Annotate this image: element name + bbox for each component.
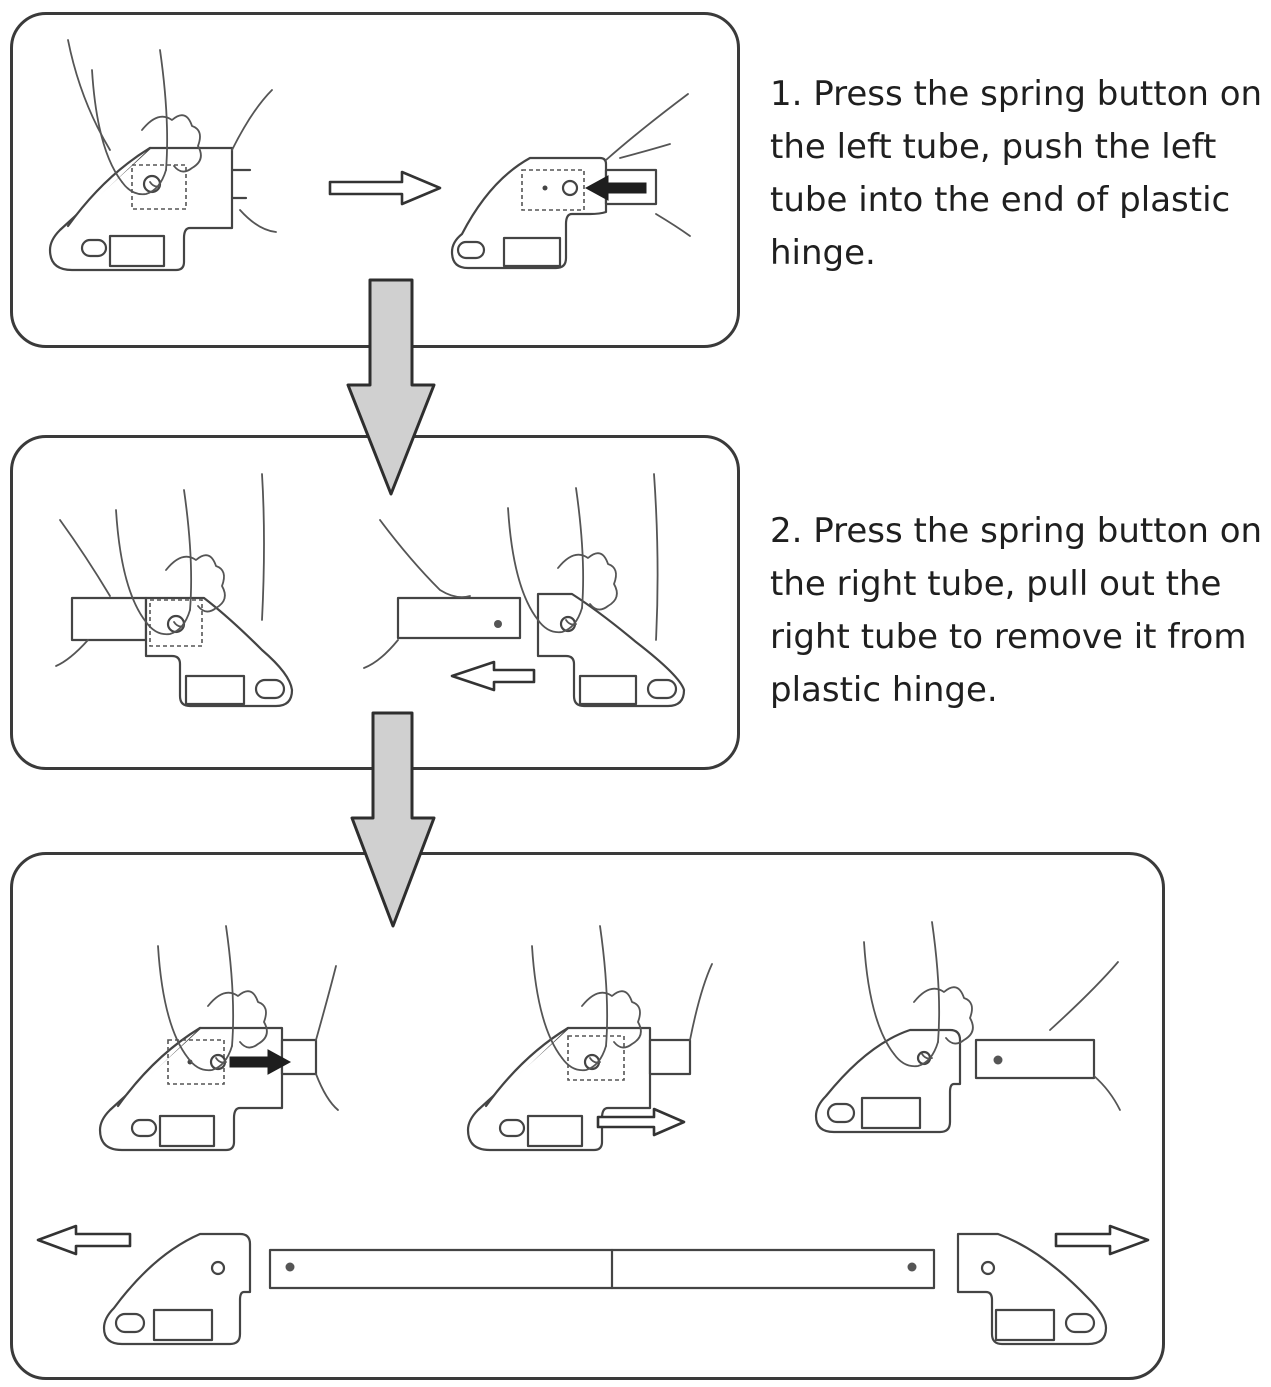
right-arrow-icon [328, 170, 442, 206]
step-2-line-4: plastic hinge. [770, 670, 998, 710]
step-2-instruction: 2. Press the spring button on the right … [770, 505, 1270, 717]
step-3-illustration-a [98, 925, 339, 1152]
step-3-illustration-b [466, 925, 713, 1152]
step-1-before-illustration [48, 39, 277, 272]
step-2-left-illustration [55, 473, 294, 708]
step-2-line-1: 2. Press the spring button on [770, 511, 1263, 551]
step-2-line-3: right tube to remove it from [770, 617, 1247, 657]
step-1-after-illustration [450, 93, 691, 270]
step-1-line-1: 1. Press the spring button on [770, 74, 1263, 114]
step-3-illustration-c [814, 921, 1121, 1134]
step-1-line-2: the left tube, push the left [770, 127, 1217, 167]
step-2-line-2: the right tube, pull out the [770, 564, 1222, 604]
step-1-instruction: 1. Press the spring button on the left t… [770, 68, 1270, 280]
step-1-line-3: tube into the end of plastic [770, 180, 1231, 220]
step-1-line-4: hinge. [770, 233, 876, 273]
down-arrow-icon [350, 711, 436, 928]
step-2-right-illustration [363, 473, 686, 708]
step-3-disassembled-illustration [36, 1224, 1150, 1346]
down-arrow-icon [346, 278, 436, 496]
